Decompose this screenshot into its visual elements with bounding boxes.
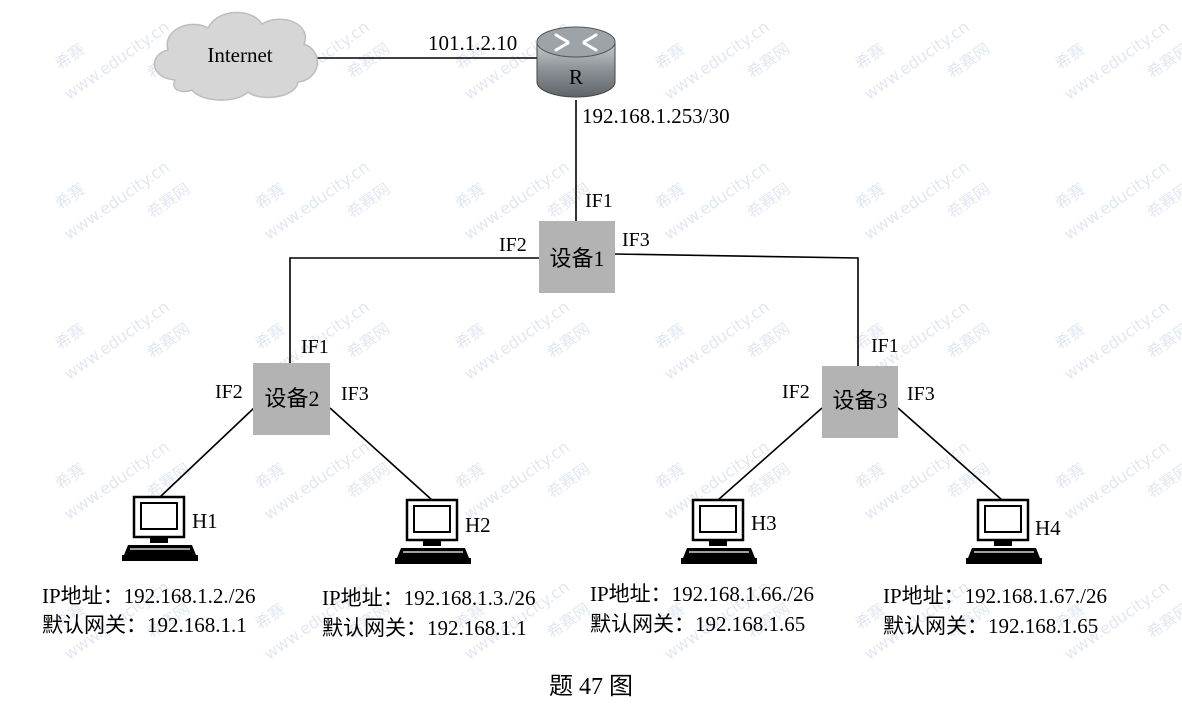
device1-if2: IF2 [499, 234, 527, 256]
internet-label: Internet [207, 43, 272, 67]
host-h1: H1 [120, 495, 218, 563]
router-wan-ip: 101.1.2.10 [428, 31, 517, 55]
host-h1-ip: IP地址：192.168.1.2./26 [42, 584, 256, 608]
watermark-logo: 希赛 [451, 179, 488, 213]
computer-icon [679, 498, 759, 566]
host-h3-gateway: 默认网关：192.168.1.65 [590, 612, 805, 636]
watermark-logo: 希赛 [51, 319, 88, 353]
device1-label: 设备1 [549, 246, 604, 271]
router-label: R [569, 65, 583, 89]
watermark-logo: 希赛 [651, 179, 688, 213]
watermark-logo: 希赛 [251, 459, 288, 493]
watermark-logo: 希赛 [1051, 319, 1088, 353]
router-arrows-icon [554, 33, 598, 52]
host-h3-ip: IP地址：192.168.1.66./26 [590, 582, 814, 606]
watermark-logo: 希赛 [1051, 39, 1088, 73]
link-device1-device3 [612, 253, 859, 366]
link-device1-device2 [289, 257, 539, 363]
router-r: R [536, 26, 616, 98]
watermark-logo: 希赛 [451, 459, 488, 493]
link-device3-h3 [717, 407, 823, 501]
watermark-logo: 希赛 [851, 39, 888, 73]
device1-if1: IF1 [585, 190, 613, 212]
host-h4-ip: IP地址：192.168.1.67./26 [883, 584, 1107, 608]
watermark-logo: 希赛 [651, 39, 688, 73]
watermark-logo: 希赛 [51, 459, 88, 493]
device3-if3: IF3 [907, 383, 935, 405]
host-h2-ip: IP地址：192.168.1.3./26 [322, 586, 536, 610]
device3-label: 设备3 [832, 388, 887, 413]
device2: 设备2 [253, 363, 330, 435]
device2-if3: IF3 [341, 383, 369, 405]
device2-if1: IF1 [301, 336, 329, 358]
device1-if3: IF3 [622, 229, 650, 251]
device2-label: 设备2 [264, 386, 319, 411]
host-h3-name: H3 [751, 511, 777, 535]
router-lan-ip: 192.168.1.253/30 [582, 104, 730, 128]
watermark-logo: 希赛 [1051, 179, 1088, 213]
watermark-logo: 希赛 [1051, 459, 1088, 493]
watermark-logo: 希赛 [251, 599, 288, 633]
host-h4-gateway: 默认网关：192.168.1.65 [883, 614, 1098, 638]
host-h4-name: H4 [1035, 516, 1061, 540]
links [159, 57, 1003, 501]
watermark-logo: 希赛 [51, 39, 88, 73]
device2-if2: IF2 [215, 381, 243, 403]
device1: 设备1 [539, 221, 615, 293]
host-h4: H4 [964, 498, 1061, 566]
host-h3: H3 [679, 498, 777, 566]
internet-cloud: Internet [153, 11, 319, 101]
host-h2-name: H2 [465, 513, 491, 537]
computer-icon [964, 498, 1044, 566]
watermark-logo: 希赛 [651, 459, 688, 493]
watermark-logo: 希赛 [851, 179, 888, 213]
host-h1-gateway: 默认网关：192.168.1.1 [42, 613, 247, 637]
computer-icon [120, 495, 200, 563]
watermark-logo: 希赛 [251, 179, 288, 213]
watermark-logo: 希赛 [51, 179, 88, 213]
watermark-logo: 希赛 [251, 319, 288, 353]
host-h2-gateway: 默认网关：192.168.1.1 [322, 616, 527, 640]
device3: 设备3 [822, 366, 898, 438]
computer-icon [393, 498, 473, 566]
host-h2: H2 [393, 498, 491, 566]
figure-caption: 题 47 图 [549, 674, 633, 700]
watermark-logo: 希赛 [851, 459, 888, 493]
watermark-logo: 希赛 [451, 319, 488, 353]
device3-if2: IF2 [782, 381, 810, 403]
link-device3-h4 [897, 407, 1003, 501]
link-device2-h1 [159, 407, 255, 498]
link-device2-h2 [329, 407, 433, 501]
device3-if1: IF1 [871, 335, 899, 357]
watermark-logo: 希赛 [651, 319, 688, 353]
host-h1-name: H1 [192, 509, 218, 533]
